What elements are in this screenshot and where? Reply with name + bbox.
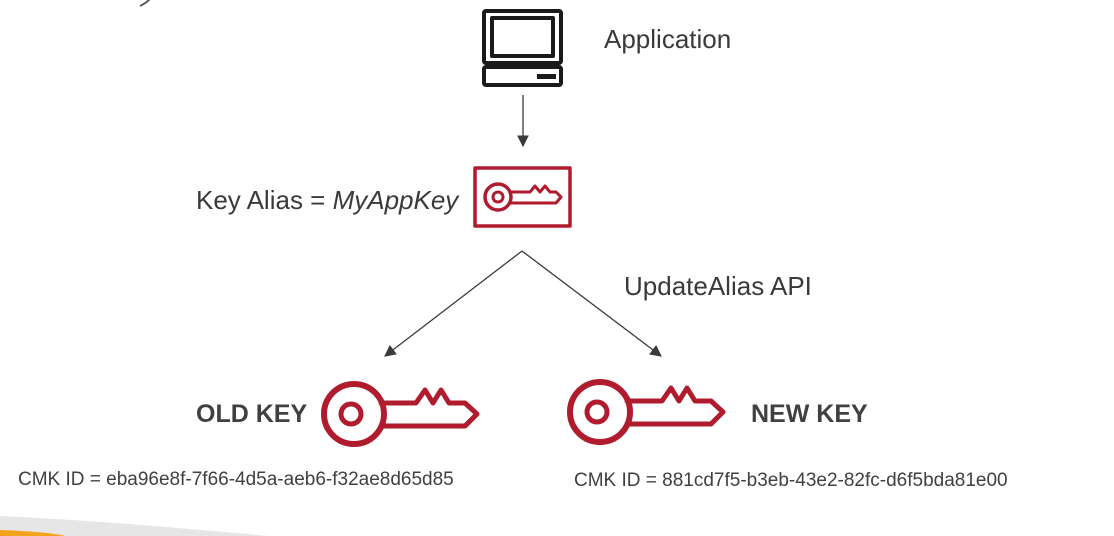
alias-prefix: Key Alias = xyxy=(196,185,333,215)
new-key-icon xyxy=(567,379,726,445)
accent-swoosh xyxy=(0,530,66,536)
old-key-cmk-id: CMK ID = eba96e8f-7f66-4d5a-aeb6-f32ae8d… xyxy=(18,469,454,490)
old-key-icon xyxy=(321,381,480,447)
new-key-cmk-id: CMK ID = 881cd7f5-b3eb-43e2-82fc-d6f5bda… xyxy=(574,470,1008,491)
arrow-alias-to-new-key xyxy=(521,250,662,357)
application-label: Application xyxy=(604,24,732,54)
alias-value: MyAppKey xyxy=(332,185,459,215)
decorative-swoosh xyxy=(0,516,270,536)
new-key-label: NEW KEY xyxy=(751,400,868,428)
key-alias-label: Key Alias = MyAppKey xyxy=(196,185,458,216)
old-key-label: OLD KEY xyxy=(196,400,308,428)
arrow-alias-to-old-key xyxy=(384,250,523,357)
key-alias-icon xyxy=(473,166,572,228)
update-alias-api-label: UpdateAlias API xyxy=(624,271,812,301)
computer-icon xyxy=(482,9,563,87)
decorative-stroke xyxy=(139,0,151,7)
